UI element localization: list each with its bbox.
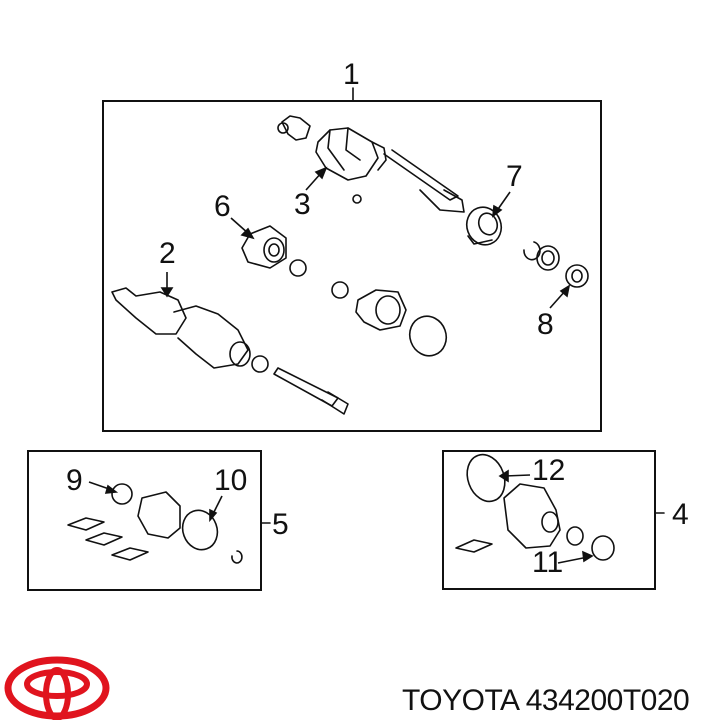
toyota-logo-icon	[4, 656, 110, 720]
callout-7: 7	[506, 160, 523, 193]
callout-4: 4	[672, 498, 689, 531]
callout-10: 10	[214, 464, 248, 497]
callout-5: 5	[272, 508, 289, 541]
part-caption: TOYOTA 434200T020	[402, 684, 690, 717]
callout-12: 12	[532, 454, 566, 487]
callout-9: 9	[66, 464, 83, 497]
callout-8: 8	[537, 308, 554, 341]
callout-11: 11	[532, 546, 564, 579]
assembly-box-5	[27, 450, 262, 591]
callout-2: 2	[159, 237, 176, 270]
assembly-box-4	[442, 450, 656, 590]
callout-3: 3	[294, 188, 311, 221]
callout-1: 1	[343, 58, 360, 91]
callout-6: 6	[214, 190, 231, 223]
assembly-box-1	[102, 100, 602, 432]
